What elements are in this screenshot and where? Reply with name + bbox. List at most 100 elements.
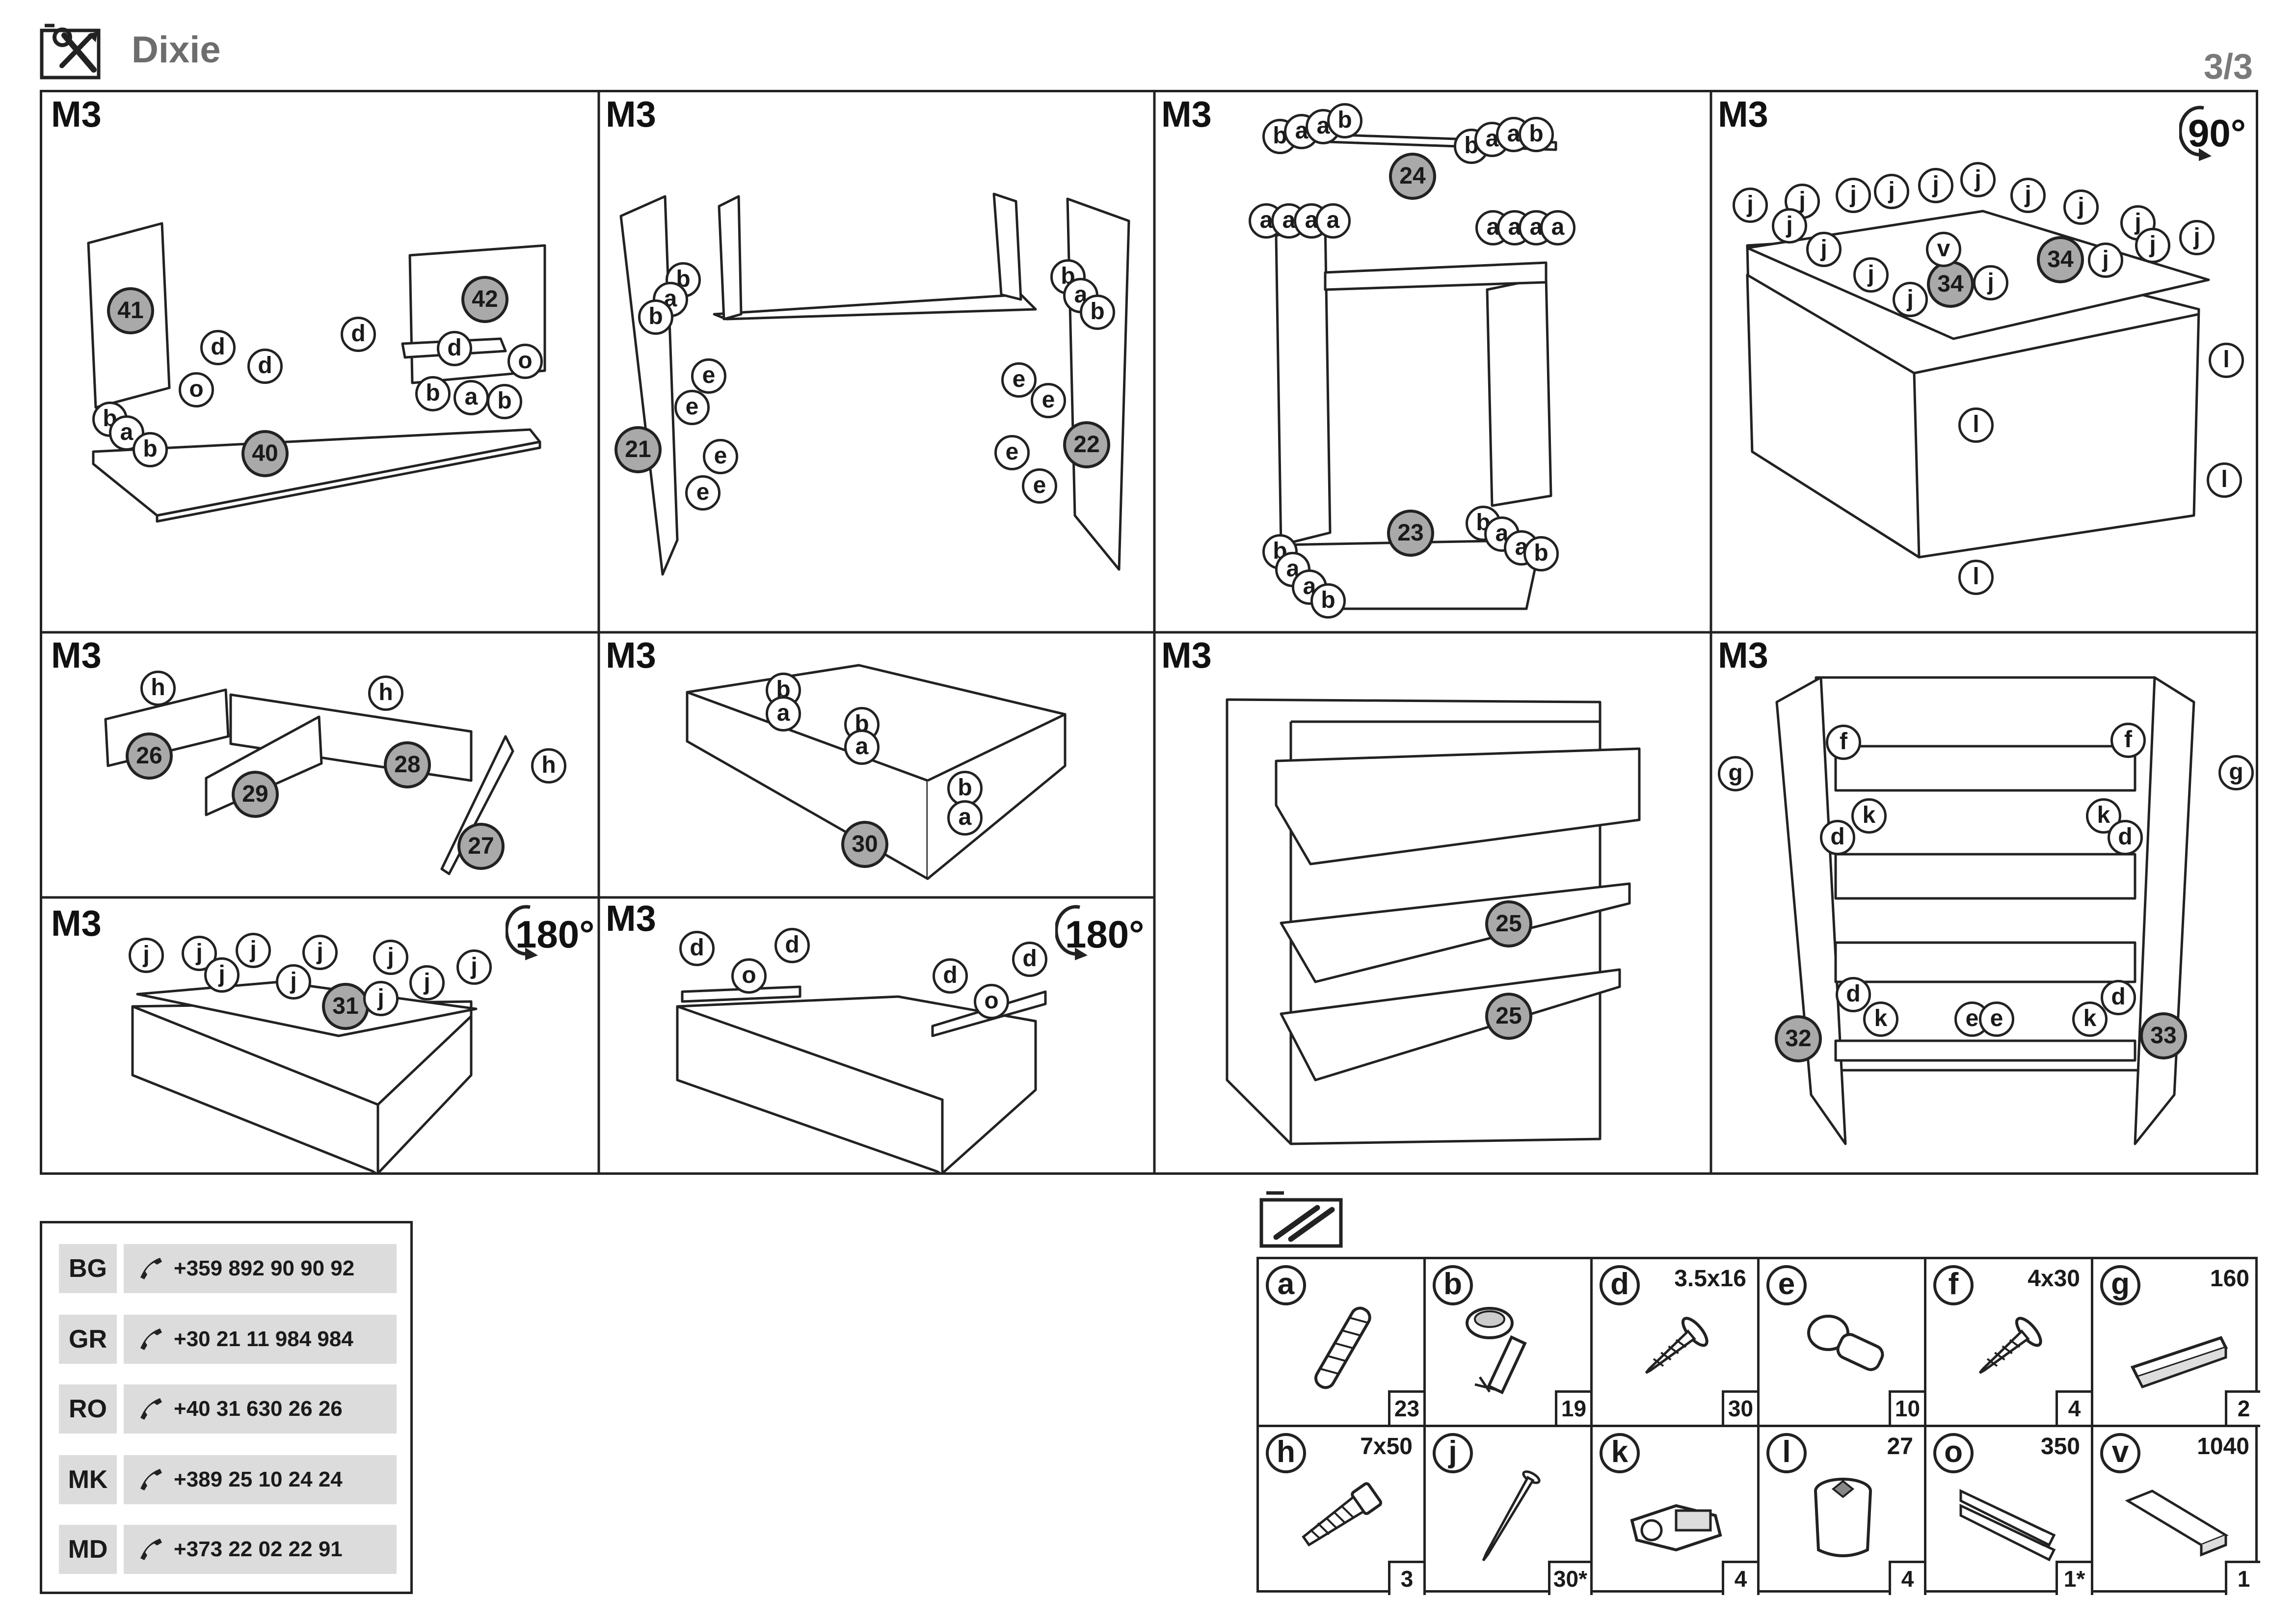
hardware-size: 7x50 — [1360, 1434, 1413, 1460]
hw-letter: b — [415, 376, 451, 411]
hw-letter: j — [373, 940, 408, 975]
hw-letter: d — [679, 931, 715, 966]
phone-number[interactable]: +40 31 630 26 26 — [174, 1397, 343, 1421]
hw-letter: d — [437, 331, 472, 366]
hw-letter: j — [1973, 265, 2008, 300]
hw-letter: d — [1820, 820, 1855, 855]
country-code: GR — [59, 1315, 117, 1364]
hw-letter: d — [933, 958, 968, 994]
hw-letter: g — [1718, 756, 1753, 791]
phone-number[interactable]: +389 25 10 24 24 — [174, 1467, 343, 1491]
hw-letter: j — [1806, 232, 1842, 267]
hw-letter: d — [341, 317, 376, 352]
hw-letter: h — [531, 748, 566, 784]
confirmat-screw-icon — [1302, 1482, 1383, 1547]
part-number: 33 — [2140, 1012, 2187, 1059]
hardware-quantity: 1 — [2225, 1561, 2260, 1595]
hw-letter: k — [1863, 1001, 1898, 1037]
contact-row: BG +359 892 90 90 92 — [59, 1244, 397, 1293]
step-label: M3 — [1718, 635, 1768, 676]
hw-letter: d — [2108, 820, 2143, 855]
phone-cell: +30 21 11 984 984 — [124, 1315, 397, 1364]
phone-number[interactable]: +30 21 11 984 984 — [174, 1327, 353, 1351]
country-code: MK — [59, 1455, 117, 1504]
hardware-letter: b — [1433, 1265, 1473, 1305]
phone-icon — [140, 1398, 162, 1420]
hw-letter: l — [1958, 407, 1994, 443]
hardware-quantity: 1* — [2056, 1561, 2091, 1595]
part-number: 25 — [1485, 993, 1532, 1040]
contact-row: MD +373 22 02 22 91 — [59, 1525, 397, 1574]
part-number: 22 — [1063, 421, 1110, 468]
hw-letter: l — [2207, 462, 2242, 498]
contact-row: MK +389 25 10 24 24 — [59, 1455, 397, 1504]
part-number: 31 — [322, 983, 369, 1030]
hw-letter: k — [1851, 798, 1887, 834]
hw-letter: b — [487, 384, 522, 419]
phone-number[interactable]: +359 892 90 90 92 — [174, 1256, 355, 1280]
rotate-180-icon — [1055, 905, 1088, 960]
dowel-icon — [1314, 1306, 1371, 1389]
hw-letter: b — [1519, 117, 1554, 152]
part-number: 28 — [384, 741, 431, 788]
hw-letter: f — [2110, 723, 2146, 758]
hw-letter: l — [2209, 343, 2244, 378]
hardware-size: 4x30 — [2028, 1266, 2080, 1292]
screw-icon — [1978, 1317, 2042, 1374]
hw-letter: l — [1958, 560, 1994, 595]
hw-letter: j — [236, 933, 271, 968]
step-label: M3 — [606, 898, 656, 939]
contact-row: GR +30 21 11 984 984 — [59, 1315, 397, 1364]
hw-letter: b — [1327, 103, 1362, 138]
hardware-quantity: 4 — [1889, 1561, 1924, 1595]
hw-letter: f — [1826, 725, 1861, 760]
hw-letter: j — [409, 965, 445, 1001]
hardware-letter: f — [1933, 1265, 1974, 1305]
part-number: 23 — [1387, 510, 1434, 557]
hw-letter: j — [1893, 282, 1928, 317]
contact-table: BG +359 892 90 90 92 GR +30 21 11 984 98… — [40, 1221, 413, 1594]
foot-icon — [1814, 1478, 1872, 1557]
hw-letter: j — [129, 938, 164, 973]
hardware-quantity: 30 — [1722, 1390, 1757, 1425]
step-label: M3 — [51, 903, 102, 944]
hw-letter: d — [1836, 977, 1871, 1012]
phone-cell: +359 892 90 90 92 — [124, 1244, 397, 1293]
phone-number[interactable]: +373 22 02 22 91 — [174, 1537, 343, 1561]
page-title: Dixie — [132, 29, 221, 71]
hw-letter: d — [774, 928, 810, 963]
hw-letter: j — [2088, 243, 2123, 278]
hardware-quantity: 10 — [1889, 1390, 1924, 1425]
hw-letter: e — [685, 475, 721, 511]
hardware-letter: o — [1933, 1433, 1974, 1473]
hw-letter: k — [2072, 1001, 2108, 1037]
hardware-quantity: 30* — [1548, 1561, 1590, 1595]
hw-letter: d — [247, 349, 283, 384]
page-number: 3/3 — [2204, 47, 2253, 86]
hardware-size: 160 — [2210, 1266, 2249, 1292]
phone-icon — [140, 1539, 162, 1560]
hw-letter: j — [1836, 178, 1871, 213]
part-number: 24 — [1389, 153, 1436, 200]
hw-letter: b — [133, 432, 168, 467]
part-number: 29 — [232, 771, 279, 818]
hardware-quantity: 19 — [1555, 1390, 1590, 1425]
part-number: 34 — [2037, 236, 2084, 283]
hw-letter: j — [363, 981, 399, 1016]
hw-letter: h — [140, 671, 176, 706]
shelf-pin-icon — [1807, 1315, 1884, 1371]
step-label: M3 — [606, 94, 656, 135]
hw-letter: e — [1031, 383, 1066, 418]
phone-cell: +373 22 02 22 91 — [124, 1525, 397, 1574]
hw-letter: e — [1979, 1001, 2014, 1037]
hw-letter: b — [1310, 583, 1346, 619]
step-label: M3 — [51, 635, 102, 676]
hw-letter: v — [1926, 232, 1961, 267]
hardware-size: 3.5x16 — [1674, 1266, 1746, 1292]
phone-cell: +389 25 10 24 24 — [124, 1455, 397, 1504]
hardware-letter: k — [1600, 1433, 1640, 1473]
